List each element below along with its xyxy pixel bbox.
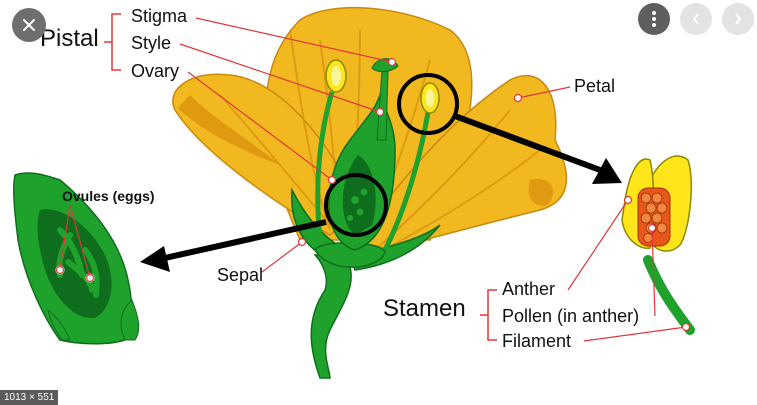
arrow-to-ovary-detail [164,219,327,261]
anther-detail [621,155,695,335]
chevron-left-icon [692,13,699,25]
label-anther: Anther [502,279,556,299]
pistal-bracket [104,13,121,71]
more-options-button[interactable] [638,3,670,35]
label-stamen: Stamen [383,295,466,322]
sepal-left [291,187,347,261]
pointer-dots [55,57,691,332]
ovary-detail [13,172,140,345]
pointer-lines [59,17,687,342]
petal-left-shade [178,95,280,165]
arrow-to-anther-detail [453,113,602,173]
label-style: Style [131,33,172,53]
stamen-right-filament [382,111,431,252]
stem [310,254,352,379]
ovary-ovules [347,188,368,221]
close-icon [23,19,35,31]
stamen-bracket [480,289,497,341]
receptacle [314,242,386,268]
label-ovules: Ovules (eggs) [62,188,155,204]
chevron-right-icon [735,13,742,25]
next-image-button[interactable] [722,3,754,35]
label-stigma: Stigma [131,6,188,26]
previous-image-button[interactable] [680,3,712,35]
zoom-circle-anther [397,73,459,135]
more-vert-icon [652,11,656,27]
label-pistal: Pistal [40,25,99,52]
petal-right-shade [528,179,554,206]
label-pollen: Pollen (in anther) [502,306,640,326]
zoom-circle-ovary [324,173,388,237]
label-ovary: Ovary [131,61,180,81]
label-petal: Petal [574,76,616,96]
label-filament: Filament [502,331,572,351]
image-dimensions-badge: 1013 × 551 [0,390,59,405]
label-sepal: Sepal [217,265,264,285]
close-button[interactable] [12,8,46,42]
